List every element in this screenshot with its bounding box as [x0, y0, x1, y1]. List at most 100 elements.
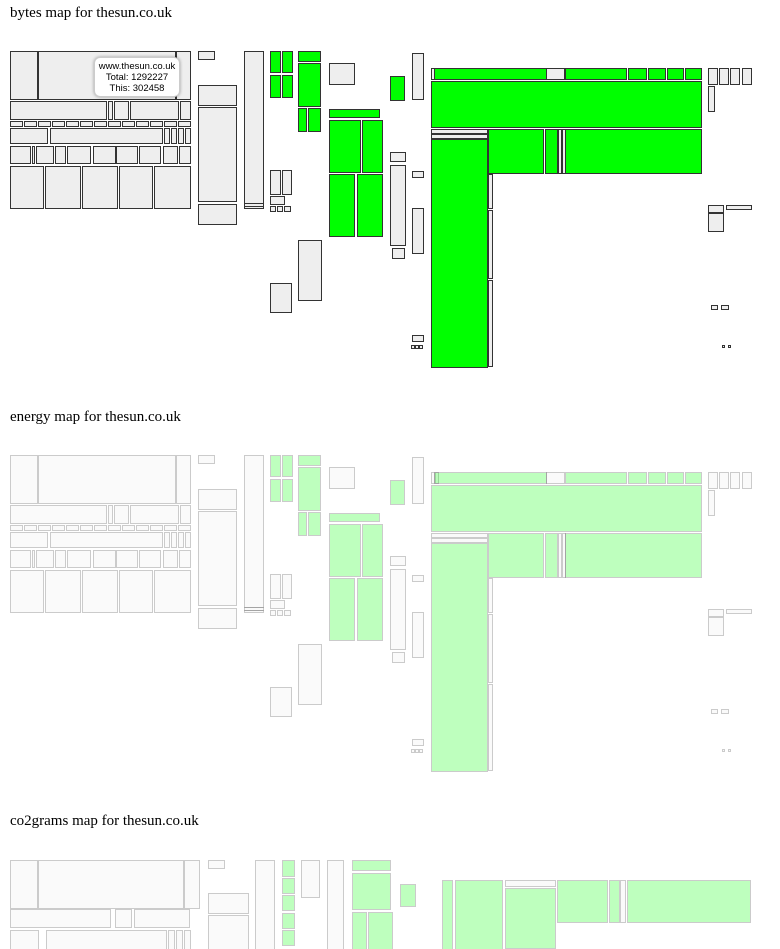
- bytes-map-cell[interactable]: [270, 196, 285, 205]
- energy-map-cell[interactable]: [390, 569, 406, 650]
- bytes-map-cell[interactable]: [270, 75, 281, 98]
- energy-map-cell[interactable]: [38, 525, 51, 531]
- energy-map-cell[interactable]: [164, 532, 170, 548]
- co2grams-map-cell[interactable]: [620, 880, 626, 923]
- bytes-map-cell[interactable]: [180, 101, 191, 120]
- energy-map-cell[interactable]: [412, 612, 424, 658]
- co2grams-map-cell[interactable]: [184, 860, 200, 909]
- energy-map-cell[interactable]: [38, 455, 176, 504]
- energy-map-cell[interactable]: [730, 472, 740, 489]
- bytes-map-cell[interactable]: [270, 206, 276, 212]
- bytes-map-cell[interactable]: [488, 129, 544, 174]
- bytes-map-cell[interactable]: [82, 166, 118, 209]
- bytes-map-cell[interactable]: [648, 68, 666, 80]
- bytes-map-cell[interactable]: [139, 146, 161, 164]
- energy-map-cell[interactable]: [726, 609, 752, 614]
- energy-map-cell[interactable]: [565, 472, 627, 484]
- energy-map-cell[interactable]: [648, 472, 666, 484]
- energy-map-cell[interactable]: [122, 525, 135, 531]
- bytes-map-cell[interactable]: [488, 210, 493, 279]
- energy-map-cell[interactable]: [270, 687, 292, 717]
- energy-map-cell[interactable]: [546, 472, 565, 484]
- co2grams-map-cell[interactable]: [505, 888, 556, 949]
- bytes-map-cell[interactable]: [108, 101, 113, 120]
- bytes-map-cell[interactable]: [667, 68, 684, 80]
- energy-map-cell[interactable]: [10, 532, 48, 548]
- energy-map-cell[interactable]: [298, 644, 322, 705]
- co2grams-map-cell[interactable]: [352, 912, 367, 949]
- co2grams-map-cell[interactable]: [168, 930, 175, 949]
- energy-map-cell[interactable]: [180, 505, 191, 524]
- bytes-map-cell[interactable]: [390, 165, 406, 246]
- bytes-map-cell[interactable]: [94, 121, 107, 127]
- energy-map-cell[interactable]: [284, 610, 291, 616]
- bytes-map-cell[interactable]: [114, 101, 129, 120]
- co2grams-map-cell[interactable]: [115, 909, 132, 928]
- energy-map-cell[interactable]: [545, 533, 558, 578]
- bytes-map-cell[interactable]: [431, 139, 488, 368]
- energy-map-cell[interactable]: [708, 472, 718, 489]
- bytes-map-cell[interactable]: [32, 146, 35, 164]
- bytes-map-cell[interactable]: [277, 206, 283, 212]
- energy-map-cell[interactable]: [179, 550, 191, 568]
- energy-map-cell[interactable]: [685, 472, 702, 484]
- energy-map-cell[interactable]: [119, 570, 153, 613]
- co2grams-map-cell[interactable]: [282, 930, 295, 946]
- energy-map-cell[interactable]: [270, 610, 276, 616]
- bytes-map-cell[interactable]: [721, 305, 729, 310]
- energy-map-cell[interactable]: [722, 749, 725, 752]
- bytes-map-cell[interactable]: [546, 68, 565, 80]
- energy-map-cell[interactable]: [10, 525, 23, 531]
- bytes-map-cell[interactable]: [685, 68, 702, 80]
- bytes-map-cell[interactable]: [329, 109, 380, 118]
- bytes-map-cell[interactable]: [419, 345, 423, 349]
- co2grams-map-cell[interactable]: [208, 893, 249, 914]
- bytes-map-cell[interactable]: [357, 174, 383, 237]
- bytes-map-cell[interactable]: [412, 53, 424, 100]
- co2grams-map-cell[interactable]: [609, 880, 620, 923]
- energy-map-cell[interactable]: [411, 749, 415, 753]
- bytes-map-cell[interactable]: [298, 240, 322, 301]
- energy-map-cell[interactable]: [171, 532, 177, 548]
- energy-map-cell[interactable]: [198, 608, 237, 629]
- energy-map-cell[interactable]: [562, 533, 566, 578]
- bytes-map-cell[interactable]: [52, 121, 65, 127]
- energy-map-cell[interactable]: [10, 570, 44, 613]
- bytes-map-cell[interactable]: [329, 174, 355, 237]
- co2grams-map-cell[interactable]: [557, 880, 608, 923]
- bytes-map-cell[interactable]: [122, 121, 135, 127]
- bytes-map-cell[interactable]: [282, 75, 293, 98]
- energy-map-cell[interactable]: [357, 578, 383, 641]
- energy-map-cell[interactable]: [139, 550, 161, 568]
- energy-map-cell[interactable]: [329, 513, 380, 522]
- energy-map-cell[interactable]: [308, 512, 321, 536]
- bytes-map-cell[interactable]: [728, 345, 731, 348]
- energy-map-cell[interactable]: [298, 512, 307, 536]
- co2grams-map-cell[interactable]: [176, 930, 183, 949]
- bytes-map-cell[interactable]: [198, 51, 215, 60]
- energy-map-cell[interactable]: [108, 505, 113, 524]
- co2grams-map-cell[interactable]: [400, 884, 416, 907]
- energy-map-cell[interactable]: [392, 652, 405, 663]
- energy-map-cell[interactable]: [362, 524, 383, 577]
- energy-map-cell[interactable]: [711, 709, 718, 714]
- co2grams-map-cell[interactable]: [208, 860, 225, 869]
- energy-map-cell[interactable]: [108, 525, 121, 531]
- bytes-map-cell[interactable]: [130, 101, 179, 120]
- energy-map-cell[interactable]: [415, 749, 419, 753]
- energy-map-cell[interactable]: [270, 455, 281, 477]
- co2grams-map-cell[interactable]: [282, 913, 295, 929]
- energy-map-cell[interactable]: [244, 607, 264, 611]
- energy-map-cell[interactable]: [66, 525, 79, 531]
- bytes-map-cell[interactable]: [565, 129, 702, 174]
- bytes-map-cell[interactable]: [708, 205, 724, 213]
- energy-map-cell[interactable]: [50, 532, 163, 548]
- co2grams-map-cell[interactable]: [282, 878, 295, 894]
- bytes-map-cell[interactable]: [298, 51, 321, 62]
- energy-map-cell[interactable]: [298, 467, 321, 511]
- energy-map-cell[interactable]: [198, 489, 237, 510]
- energy-map-cell[interactable]: [10, 455, 38, 504]
- energy-map-cell[interactable]: [36, 550, 54, 568]
- bytes-map-cell[interactable]: [390, 76, 405, 101]
- energy-map-cell[interactable]: [116, 550, 138, 568]
